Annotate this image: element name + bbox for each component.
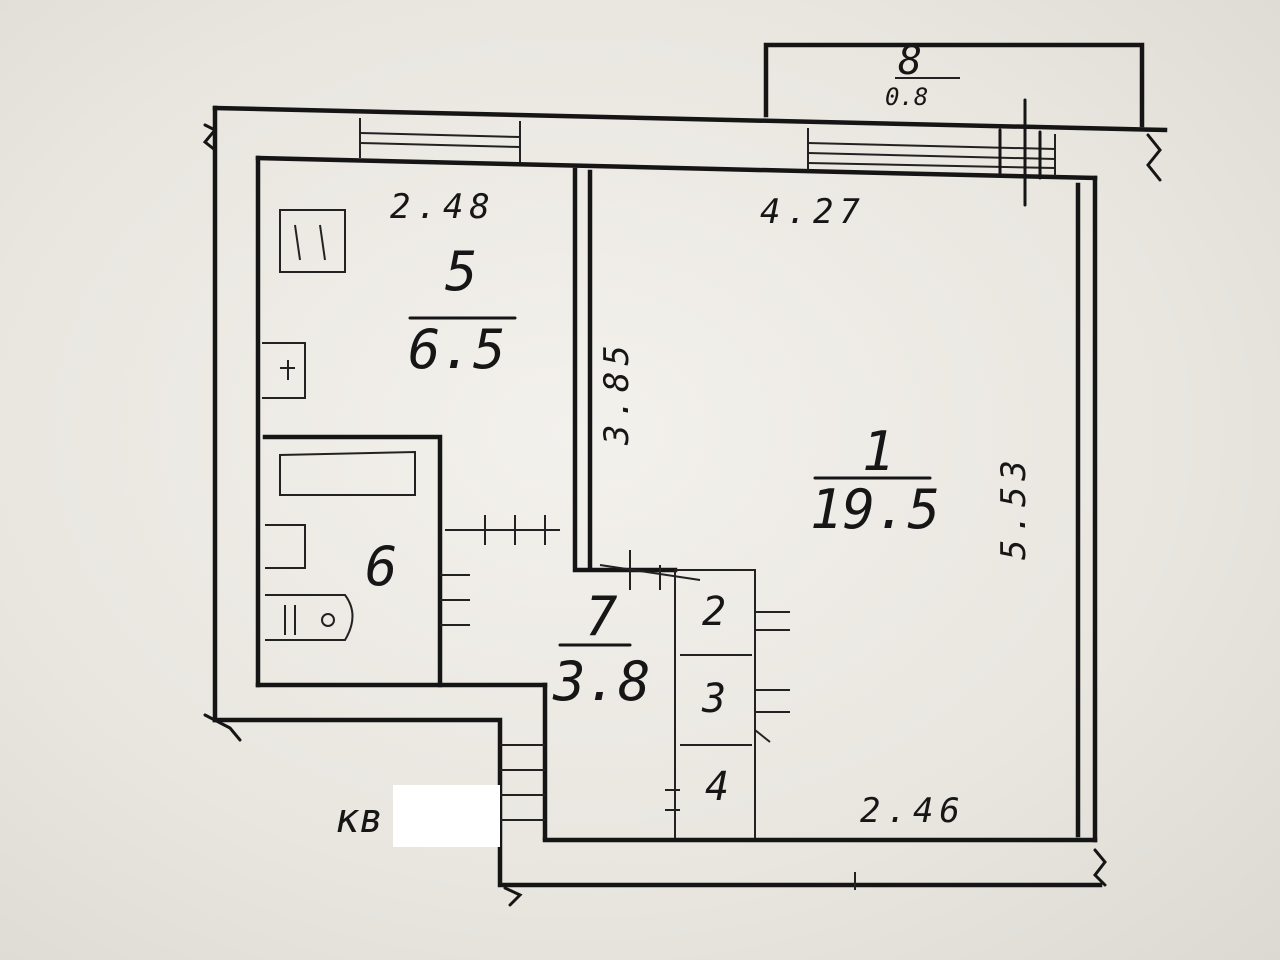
dim-room-width: 4.27 [760, 192, 866, 232]
dim-kitchen-width: 2.48 [390, 187, 496, 227]
balcony-label: 8 [898, 38, 922, 84]
dim-room-bottom: 2.46 [860, 791, 966, 831]
room-main-area: 19.5 [810, 478, 940, 541]
windows [359, 98, 1056, 207]
dimensions: 2.48 4.27 2.46 3.85 5.53 [390, 187, 1034, 831]
outer-walls [202, 105, 1168, 907]
room-kitchen-number: 5 [445, 240, 478, 303]
dim-inner-wall: 3.85 [597, 339, 637, 446]
room-closet-4: 4 [705, 764, 729, 810]
balcony-area: 0.8 [885, 83, 928, 111]
dim-room-length: 5.53 [994, 454, 1034, 560]
room-hall-number: 7 [585, 585, 618, 648]
room-bath-number: 6 [365, 535, 398, 598]
inner-walls [262, 167, 856, 890]
room-kitchen-area: 6.5 [408, 318, 506, 381]
room-closet-2: 2 [702, 589, 726, 635]
room-hall-area: 3.8 [552, 650, 651, 713]
room-labels: 5 6.5 1 19.5 6 7 3.8 2 3 4 кв [335, 240, 940, 842]
balcony: 8 0.8 [763, 38, 1145, 128]
redacted-apartment-number [393, 785, 500, 847]
room-main-number: 1 [862, 420, 895, 483]
apartment-label: кв [335, 796, 383, 842]
room-closet-3: 3 [701, 676, 726, 722]
